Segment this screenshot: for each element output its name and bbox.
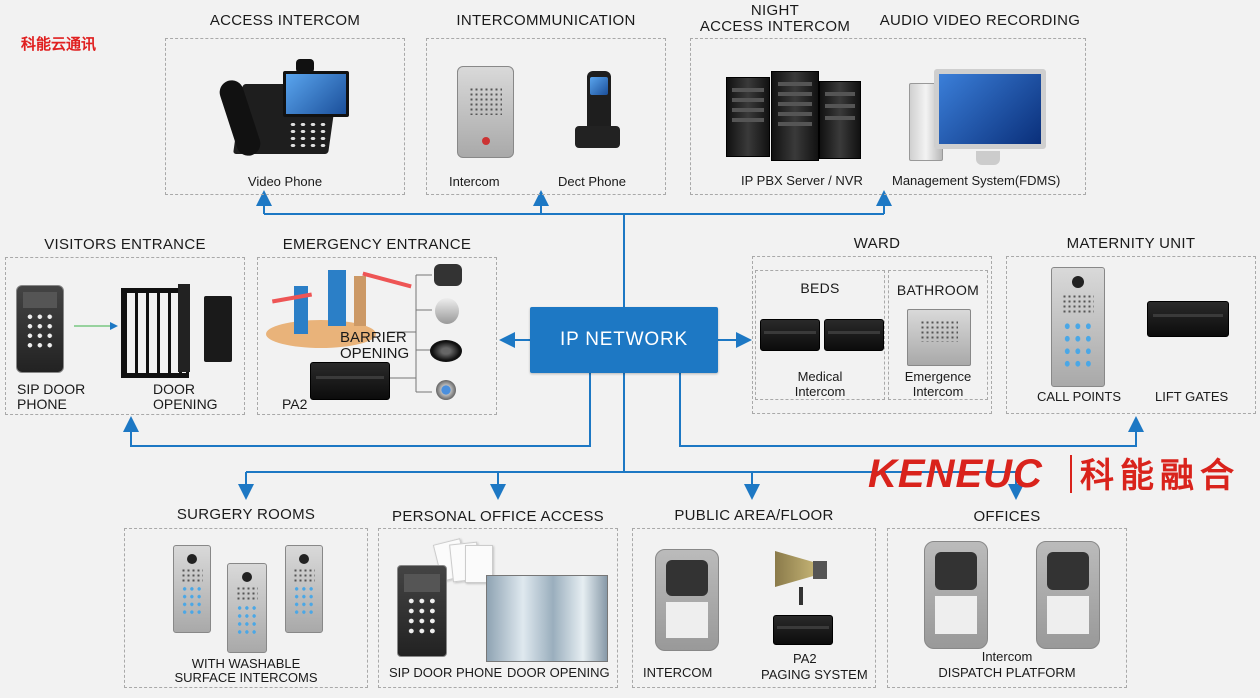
personal-office-title: PERSONAL OFFICE ACCESS: [392, 508, 604, 525]
emergency-intercom-label-2: Intercom: [912, 384, 964, 399]
access-intercom-title: ACCESS INTERCOM: [209, 12, 361, 29]
surgery-rooms-title: SURGERY ROOMS: [176, 506, 316, 523]
emergency-button-icon: [436, 380, 456, 400]
ward-panel: BEDS Medical Intercom BATHROOM Emergence…: [752, 256, 992, 414]
pa2-label: PA2: [282, 396, 308, 412]
intercommunication-title: INTERCOMMUNICATION: [456, 12, 636, 29]
medical-intercom-label-2: Intercom: [794, 384, 846, 399]
maternity-unit-title: MATERNITY UNIT: [1066, 235, 1196, 252]
monitor-stand: [976, 151, 1000, 165]
wire-to-visitors: [123, 373, 591, 447]
bed-amplifier-icon: [760, 319, 820, 351]
server-icon: [726, 77, 770, 157]
dect-phone-label: Dect Phone: [558, 174, 626, 189]
emergency-device-bracket: [388, 274, 432, 393]
call-points-label: CALL POINTS: [1037, 389, 1122, 404]
emergency-intercom-label-1: Emergence: [904, 369, 972, 384]
loudspeaker-icon: [430, 340, 462, 362]
paging-amplifier-icon: [773, 615, 833, 645]
emergency-entrance-title: EMERGENCY ENTRANCE: [282, 236, 472, 253]
logo-cjk: 科能融合: [1080, 456, 1240, 496]
gate-post-icon: [178, 284, 190, 372]
bathroom-panel: BATHROOM Emergence Intercom: [888, 270, 988, 400]
medical-intercom-label-1: Medical: [797, 369, 843, 384]
bed-amplifier-icon-2: [824, 319, 884, 351]
maternity-unit-panel: CALL POINTS LIFT GATES: [1006, 256, 1256, 414]
office-intercom-label: Intercom: [981, 649, 1033, 664]
access-intercom-panel: Video Phone: [165, 38, 405, 195]
paging-system-label: PAGING SYSTEM: [761, 667, 868, 682]
door-opening-label-1: DOOR: [153, 381, 195, 397]
intercommunication-panel: Intercom Dect Phone: [426, 38, 666, 195]
wire-to-maternity: [679, 373, 1144, 447]
public-pa2-label: PA2: [793, 651, 817, 666]
surgery-intercom-icon-3: [285, 545, 323, 633]
personal-office-panel: SIP DOOR PHONE DOOR OPENING: [378, 528, 618, 688]
surgery-label-2: SURFACE INTERCOMS: [174, 670, 318, 685]
speaker-icon: [435, 298, 459, 324]
av-recording-title: AUDIO VIDEO RECORDING: [879, 12, 1081, 29]
barrier-opening-label-1: BARRIER: [340, 329, 407, 346]
ward-title: WARD: [853, 235, 901, 252]
logo-latin: KENEUC: [868, 452, 1043, 496]
dispatch-platform-label: DISPATCH PLATFORM: [938, 665, 1076, 680]
surgery-intercom-icon-1: [173, 545, 211, 633]
surgery-intercom-icon-2: [227, 563, 267, 653]
sip-door-phone-label-office: SIP DOOR PHONE: [389, 665, 503, 680]
night-access-title-line1: NIGHT: [750, 2, 800, 19]
public-area-title: PUBLIC AREA/FLOOR: [674, 507, 834, 524]
door-opening-label-2: OPENING: [153, 396, 218, 412]
intercom-device-icon: [457, 66, 514, 158]
nvr-icon: [819, 81, 861, 159]
public-area-panel: INTERCOM PA2 PAGING SYSTEM: [632, 528, 876, 688]
gate-control-icon: [204, 296, 232, 362]
barrier-opening-label-2: OPENING: [340, 345, 410, 362]
pbx-server-label: IP PBX Server / NVR: [741, 173, 863, 188]
dect-phone-icon: [575, 71, 620, 151]
night-access-title: NIGHT ACCESS INTERCOM: [690, 3, 860, 35]
visitors-entrance-panel: SIP DOOR PHONE DOOR OPENING: [5, 257, 245, 415]
office-intercom-icon-2: [1036, 541, 1100, 649]
lift-gate-controller-icon: [1147, 301, 1229, 337]
sip-door-phone-icon: [16, 285, 64, 373]
management-system-label: Management System(FDMS): [892, 173, 1061, 188]
visitors-entrance-title: VISITORS ENTRANCE: [44, 236, 206, 253]
camera-icon: [434, 264, 462, 286]
server-rack-icon: [771, 71, 819, 161]
keneuc-logo: KENEUC 科能融合: [868, 452, 1240, 496]
bathroom-title: BATHROOM: [896, 282, 980, 298]
offices-panel: Intercom DISPATCH PLATFORM: [887, 528, 1127, 688]
public-intercom-icon: [655, 549, 719, 651]
barrier-gate-icon: [266, 268, 416, 348]
lift-gates-label: LIFT GATES: [1155, 389, 1229, 404]
bathroom-intercom-icon: [907, 309, 971, 366]
video-phone-label: Video Phone: [247, 174, 323, 189]
pa2-amplifier-icon: [310, 362, 390, 400]
beds-panel: BEDS Medical Intercom: [755, 270, 885, 400]
beds-title: BEDS: [800, 280, 840, 296]
surgery-rooms-panel: WITH WASHABLE SURFACE INTERCOMS: [124, 528, 368, 688]
emergency-entrance-panel: BARRIER OPENING PA2: [257, 257, 497, 415]
glass-door-icon: [486, 575, 608, 662]
surgery-label-1: WITH WASHABLE: [191, 656, 301, 671]
video-phone-icon: [216, 49, 358, 164]
brand-text: 科能云通讯: [21, 36, 97, 53]
night-access-title-line2: ACCESS INTERCOM: [699, 18, 851, 35]
offices-title: OFFICES: [973, 508, 1041, 525]
monitor-icon: [934, 69, 1046, 149]
night-recording-panel: IP PBX Server / NVR Management System(FD…: [690, 38, 1086, 195]
door-opening-label-office: DOOR OPENING: [507, 665, 610, 680]
sip-door-phone-label-1: SIP DOOR: [17, 381, 86, 397]
horn-speaker-icon: [775, 543, 835, 605]
sip-door-phone-icon-2: [397, 565, 447, 657]
sip-door-phone-label-2: PHONE: [17, 396, 67, 412]
call-point-icon: [1051, 267, 1105, 387]
public-intercom-label: INTERCOM: [643, 665, 713, 680]
office-intercom-icon-1: [924, 541, 988, 649]
intercom-label: Intercom: [449, 174, 500, 189]
ip-network-hub: IP NETWORK: [530, 307, 718, 373]
